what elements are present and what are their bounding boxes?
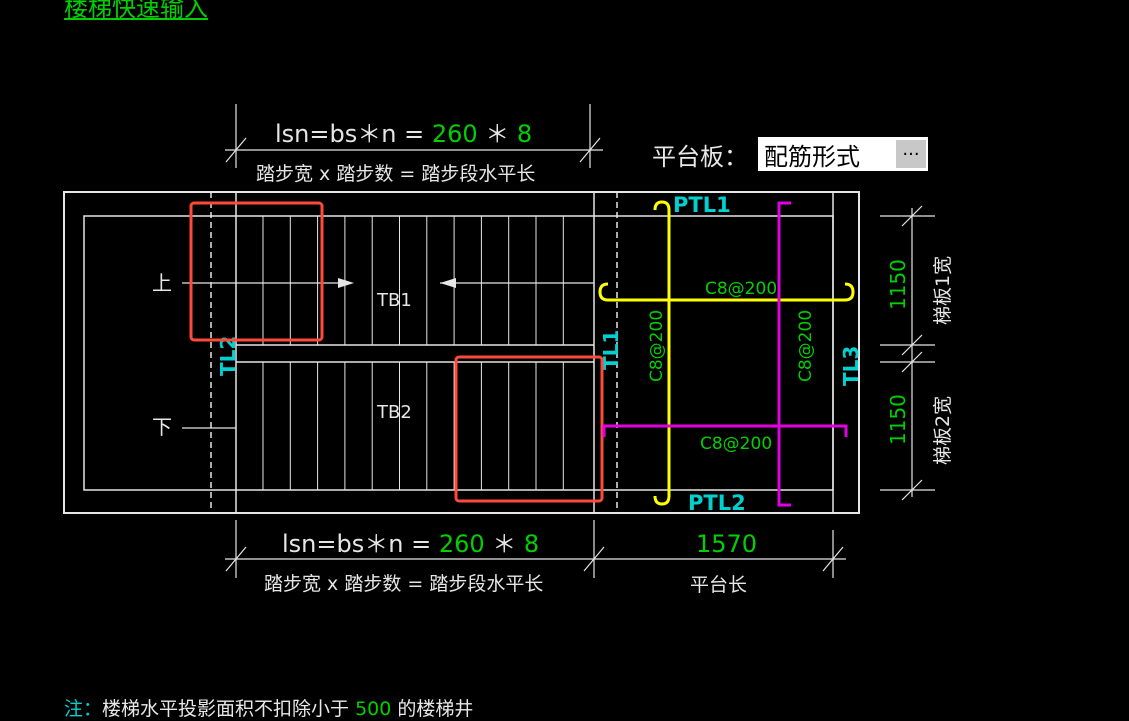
rebar-left-vertical — [653, 200, 671, 506]
right-dim-tick-bottom — [901, 479, 923, 501]
top-formula: lsn=bs＊n = 260 ＊ 8 — [275, 120, 532, 148]
platform-board-ellipsis-button[interactable]: ··· — [896, 140, 926, 168]
bottom-dim-tick-left — [225, 546, 247, 572]
top-caption: 踏步宽 x 踏步数 = 踏步段水平长 — [256, 163, 535, 185]
tl3-label: TL3 — [839, 346, 863, 386]
rebar-top-label: C8@200 — [705, 279, 777, 299]
platform-board-label: 平台板： — [652, 143, 748, 171]
page-title[interactable]: 楼梯快速输入 — [64, 0, 208, 22]
top-times: ＊ — [478, 120, 517, 148]
platform-board-field[interactable]: 配筋形式 ··· — [758, 137, 928, 171]
top-step-width[interactable]: 260 — [432, 120, 478, 148]
flight2-width-caption: 梯板2宽 — [932, 396, 954, 465]
bottom-formula: lsn=bs＊n = 260 ＊ 8 — [282, 530, 539, 558]
top-step-count[interactable]: 8 — [517, 120, 532, 148]
tb2-treads — [262, 362, 564, 490]
top-dim-tick-left — [225, 137, 247, 163]
right-dim-tick-top — [901, 205, 923, 227]
up-label: 上 — [152, 271, 172, 295]
note-prefix: 注： — [64, 698, 103, 720]
note: 注：楼梯水平投影面积不扣除小于 500 的楼梯井 — [64, 694, 473, 721]
bottom-times: ＊ — [485, 530, 524, 558]
bottom-dim-tick-right — [822, 546, 844, 572]
platform-length-value[interactable]: 1570 — [696, 530, 757, 558]
bottom-step-width[interactable]: 260 — [439, 530, 485, 558]
ptl2-label: PTL2 — [688, 491, 746, 515]
up-arrow-head — [338, 278, 354, 288]
down-label: 下 — [152, 415, 172, 439]
platform-board-value[interactable]: 配筋形式 — [764, 142, 860, 171]
flight1-width-value[interactable]: 1150 — [886, 259, 910, 310]
rebar-bottom-horizontal — [602, 424, 848, 437]
bottom-formula-prefix: lsn=bs＊n = — [282, 530, 439, 558]
tb2-selection-box[interactable] — [454, 355, 604, 503]
flight2-width-value[interactable]: 1150 — [886, 394, 910, 445]
rebar-right-label: C8@200 — [796, 310, 816, 382]
bottom-dim-tick-mid — [583, 546, 605, 572]
tb1-label: TB1 — [376, 290, 412, 311]
top-dim-tick-right — [579, 137, 601, 163]
right-dim-tick-mid2 — [901, 351, 923, 373]
tb1-selection-box[interactable] — [189, 201, 324, 342]
top-formula-prefix: lsn=bs＊n = — [275, 120, 432, 148]
rebar-top-horizontal — [598, 282, 855, 302]
note-value[interactable]: 500 — [355, 698, 392, 720]
stair-outline — [63, 191, 860, 514]
right-dim-tick-mid1 — [901, 334, 923, 356]
flight1-width-caption: 梯板1宽 — [932, 256, 954, 325]
tl2-label: TL2 — [216, 336, 240, 376]
platform-length-caption: 平台长 — [690, 574, 747, 596]
bottom-step-count[interactable]: 8 — [524, 530, 539, 558]
tb1-treads — [262, 216, 564, 345]
tb2-label: TB2 — [376, 402, 412, 423]
return-arrow-head — [440, 278, 456, 288]
ptl1-label: PTL1 — [673, 193, 731, 217]
note-text-before: 楼梯水平投影面积不扣除小于 — [102, 698, 356, 720]
note-text-after: 的楼梯井 — [391, 698, 474, 720]
rebar-left-label: C8@200 — [647, 310, 667, 382]
bottom-caption: 踏步宽 x 踏步数 = 踏步段水平长 — [264, 573, 543, 595]
rebar-bottom-label: C8@200 — [700, 434, 772, 454]
rebar-right-vertical — [777, 201, 791, 507]
